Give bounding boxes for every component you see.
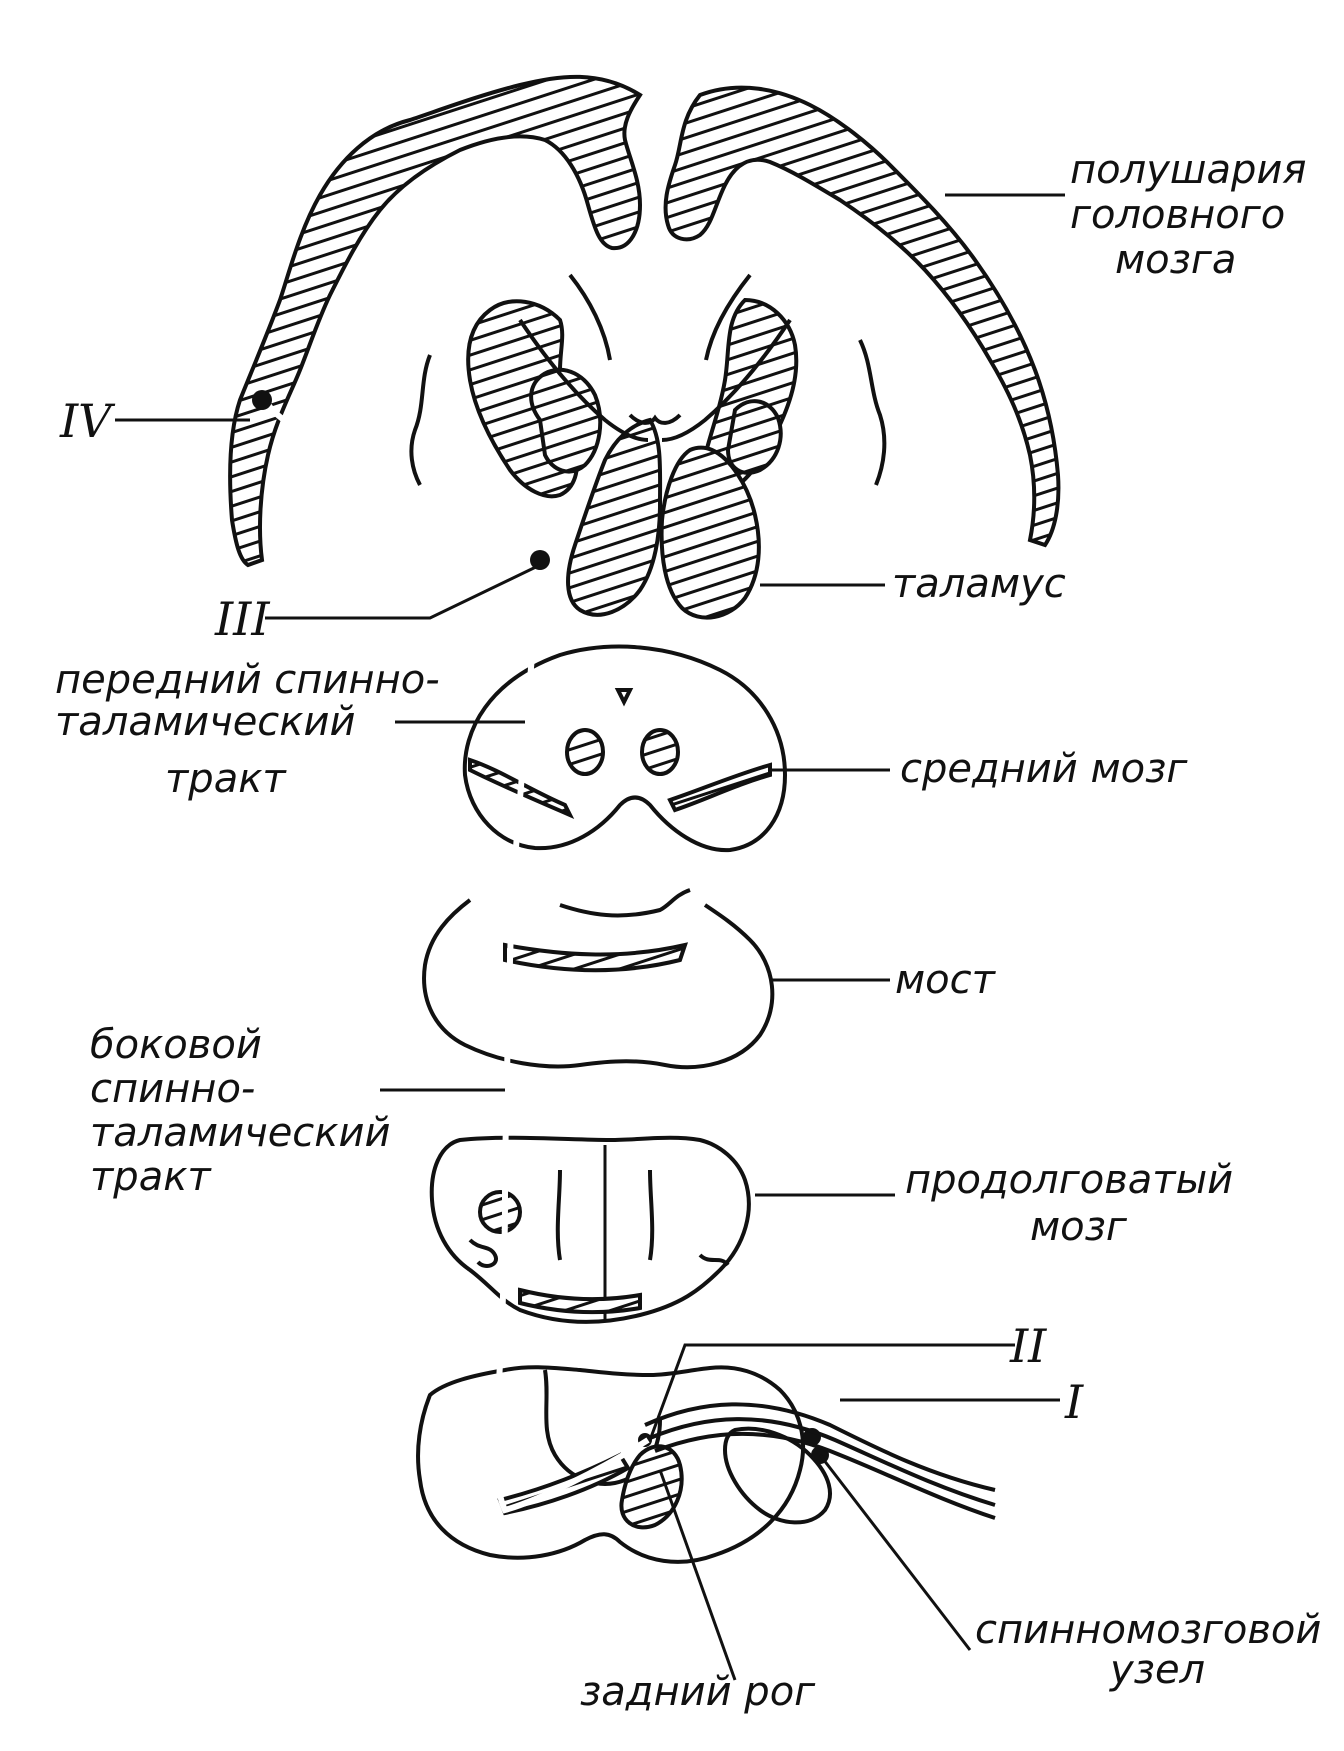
midbrain-outline — [462, 644, 788, 853]
lateral-tract-node — [478, 1190, 522, 1234]
left-lentiform — [529, 367, 603, 474]
right-hemisphere-cortex — [663, 85, 1061, 548]
dorsal-root-fiber-3 — [654, 1431, 996, 1520]
medulla-outline — [429, 1135, 751, 1324]
internal-capsule-left — [518, 318, 649, 442]
left-thalamus — [566, 417, 663, 617]
label-hemispheres-1: полушария — [1070, 147, 1306, 193]
right-claustrum — [858, 339, 887, 486]
medulla-pyramid-right — [648, 1169, 655, 1261]
dorsal-horn — [619, 1444, 684, 1530]
spinal-ganglion-outline — [722, 1426, 832, 1525]
spinal-cord-outline — [416, 1365, 805, 1564]
label-hemispheres-2: головного — [1070, 192, 1285, 238]
label-hemispheres-3: мозга — [1115, 237, 1236, 283]
label-neuron-ii: II — [1009, 1319, 1047, 1373]
labels: полушария головного мозга таламус передн… — [55, 147, 1321, 1715]
spinothalamic-tract — [252, 390, 650, 1514]
pons-fourth-ventricle — [559, 888, 691, 918]
medulla-section — [429, 1135, 751, 1324]
third-ventricle — [628, 413, 682, 425]
label-midbrain: средний мозг — [900, 746, 1188, 792]
label-spinal-ganglion-1: спинномозговой — [975, 1607, 1321, 1653]
neuron-iii-cell — [530, 550, 550, 570]
left-red-nucleus — [565, 728, 605, 776]
label-lateral-tract-3: таламический — [90, 1110, 390, 1156]
dorsal-root-fiber-2 — [649, 1417, 996, 1507]
left-hemisphere-cortex — [228, 74, 643, 568]
label-anterior-tract-2: таламический — [55, 699, 355, 745]
label-lateral-tract-4: тракт — [90, 1154, 212, 1200]
medulla-decussation — [518, 1287, 642, 1315]
label-pons: мост — [895, 957, 997, 1003]
pons-lemniscus — [503, 942, 689, 973]
leader-neuron-ii — [648, 1343, 1015, 1441]
pons-section — [422, 888, 775, 1070]
neuron-iv-cell — [252, 390, 272, 410]
label-medulla-1: продолговатый — [905, 1157, 1233, 1203]
midbrain-lemniscus-right — [667, 762, 772, 813]
right-caudate-arc — [704, 273, 752, 361]
left-claustrum — [409, 354, 432, 486]
right-lentiform — [725, 399, 783, 475]
label-lateral-tract-2: спинно- — [90, 1066, 255, 1112]
label-medulla-2: мозг — [1030, 1204, 1128, 1250]
left-caudate-arc — [568, 273, 612, 361]
right-red-nucleus — [640, 728, 680, 776]
cerebral-hemispheres — [228, 74, 1061, 568]
label-dorsal-horn: задний рог — [580, 1669, 816, 1715]
label-neuron-iv: IV — [59, 394, 116, 448]
label-neuron-iii: III — [214, 592, 270, 646]
label-neuron-i: I — [1064, 1375, 1084, 1429]
leader-spinal-ganglion — [818, 1454, 972, 1651]
tract-inner — [262, 398, 650, 1514]
label-anterior-tract-1: передний спинно- — [55, 657, 440, 703]
spinal-cord-section — [416, 1365, 996, 1564]
medulla-olive-left — [468, 1238, 498, 1268]
right-thalamus — [659, 445, 761, 620]
medulla-olive-right — [698, 1253, 730, 1267]
leader-dorsal-horn — [658, 1469, 737, 1681]
label-anterior-tract-3: тракт — [165, 756, 287, 802]
dorsal-root-fiber-1 — [644, 1402, 996, 1492]
cerebral-aqueduct — [614, 688, 634, 707]
label-thalamus: таламус — [892, 561, 1066, 607]
midbrain-section — [462, 644, 788, 853]
pons-outline — [422, 898, 775, 1070]
label-lateral-tract-1: боковой — [90, 1022, 262, 1068]
subcortical-nuclei — [409, 273, 887, 620]
internal-capsule-right — [661, 318, 792, 442]
label-spinal-ganglion-2: узел — [1109, 1647, 1205, 1693]
leader-lines — [115, 193, 1065, 1681]
medulla-pyramid-left — [555, 1169, 562, 1261]
leader-neuron-iii — [265, 563, 541, 620]
